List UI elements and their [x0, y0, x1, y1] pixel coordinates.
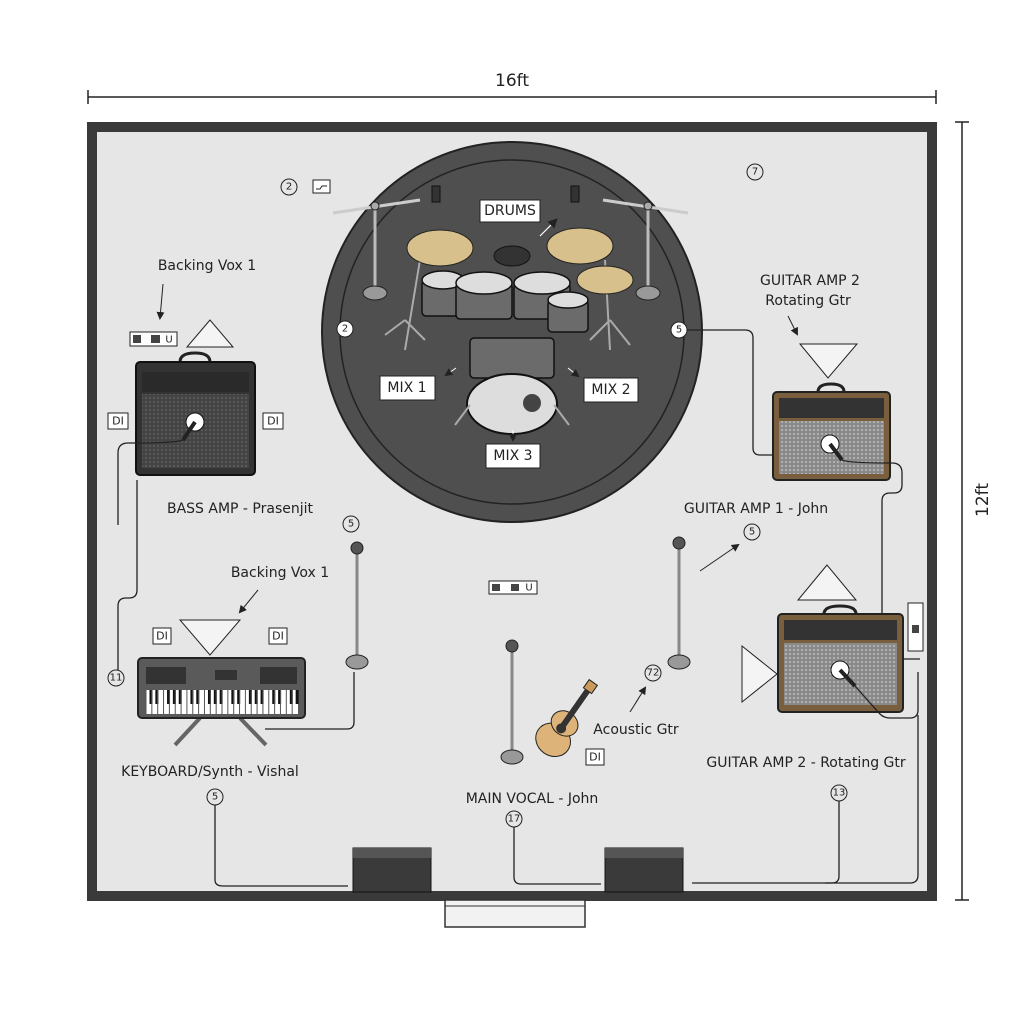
- bass-amp-area: Backing Vox 1 U DI DI BASS AMP - Prasenj…: [107, 258, 314, 670]
- kick-drum: [466, 373, 558, 435]
- center-area: U DI Acoustic Gtr 72 MAIN VOCAL - John 1…: [466, 536, 691, 885]
- black-key: [289, 690, 293, 704]
- keyboard-backing-vox-label: Backing Vox 1: [231, 565, 329, 581]
- acoustic-label: Acoustic Gtr: [593, 722, 679, 738]
- keyboard-mic-channel: 5: [348, 519, 354, 530]
- main-vocal-label: MAIN VOCAL - John: [466, 791, 599, 807]
- bass-amp-label: BASS AMP - Prasenjit: [167, 501, 314, 517]
- acoustic-channel: 72: [647, 668, 660, 679]
- riser-channel-right: 5: [676, 325, 682, 336]
- throne: [493, 245, 531, 267]
- overhead-mic-stand-right: [570, 185, 689, 301]
- monitor-wedge: [178, 619, 242, 656]
- black-key: [278, 690, 282, 704]
- black-key: [254, 690, 258, 704]
- bass-backing-vox-label: Backing Vox 1: [158, 258, 256, 274]
- cymbal-left: [406, 229, 474, 267]
- black-key: [295, 690, 299, 704]
- center-patch-label: U: [525, 583, 532, 594]
- black-key: [213, 690, 217, 704]
- side-fill-wedge: [741, 644, 778, 704]
- mix-2-label: MIX 2: [591, 382, 630, 398]
- guitar-amp-2-channel: 13: [833, 788, 846, 799]
- black-key: [219, 690, 223, 704]
- main-vocal-mic: [505, 639, 519, 653]
- black-key: [178, 690, 182, 704]
- mix-1-label: MIX 1: [387, 380, 426, 396]
- overhead-mic-stand-left: [332, 185, 441, 301]
- black-key: [260, 690, 264, 704]
- guitar-amp-lower-area: GUITAR AMP 2 - Rotating Gtr 13: [692, 564, 924, 884]
- hihat: [576, 265, 634, 295]
- keyboard-channel-left: 11: [110, 673, 123, 684]
- stage-steps: [444, 899, 586, 928]
- acoustic-guitar: [535, 678, 599, 758]
- black-key: [237, 690, 241, 704]
- cymbal-right: [546, 227, 614, 265]
- black-key: [172, 690, 176, 704]
- channel-top-left: 2: [286, 182, 292, 193]
- guitar-amp-upper-label-1: GUITAR AMP 2: [760, 273, 860, 289]
- front-monitors: [352, 847, 684, 893]
- mix-3-label: MIX 3: [493, 448, 532, 464]
- monitor-wedge: [185, 319, 235, 348]
- guitar-amp-upper-area: GUITAR AMP 2 Rotating Gtr GUITAR AMP 1 -…: [684, 273, 920, 660]
- width-dimension: 16ft: [87, 71, 937, 104]
- main-vocal-channel: 17: [508, 814, 521, 825]
- channel-top-right: 7: [752, 167, 758, 178]
- black-key: [190, 690, 194, 704]
- guitar-amp-upper-label-2: Rotating Gtr: [765, 293, 851, 309]
- guitar-amp-2-label: GUITAR AMP 2 - Rotating Gtr: [706, 755, 906, 771]
- black-key: [149, 690, 153, 704]
- patch-box-label: U: [165, 335, 172, 346]
- black-key: [207, 690, 211, 704]
- keyboard-di-left: DI: [156, 630, 168, 643]
- monitor-wedge: [798, 343, 859, 379]
- depth-dimension: 12ft: [955, 121, 993, 901]
- drums-label: DRUMS: [484, 203, 536, 219]
- black-key: [248, 690, 252, 704]
- width-label: 16ft: [495, 71, 529, 91]
- guitar-amp-1-channel: 5: [749, 527, 755, 538]
- black-key: [231, 690, 235, 704]
- acoustic-di: DI: [589, 751, 601, 764]
- black-key: [196, 690, 200, 704]
- riser-channel-left: 2: [342, 324, 348, 335]
- keyboard-channel-bottom: 5: [212, 792, 218, 803]
- bass-di-right: DI: [267, 415, 279, 428]
- drum-riser: DRUMS MIX 1 MIX 2 MIX 3 2 5: [321, 141, 703, 523]
- monitor-wedge: [796, 564, 858, 601]
- guitar-amp-1-label: GUITAR AMP 1 - John: [684, 501, 828, 517]
- keyboard-label: KEYBOARD/Synth - Vishal: [121, 764, 299, 780]
- black-key: [272, 690, 276, 704]
- black-key: [167, 690, 171, 704]
- keyboard-di-right: DI: [272, 630, 284, 643]
- black-key: [155, 690, 159, 704]
- depth-label: 12ft: [973, 483, 993, 517]
- bass-di-left: DI: [112, 415, 124, 428]
